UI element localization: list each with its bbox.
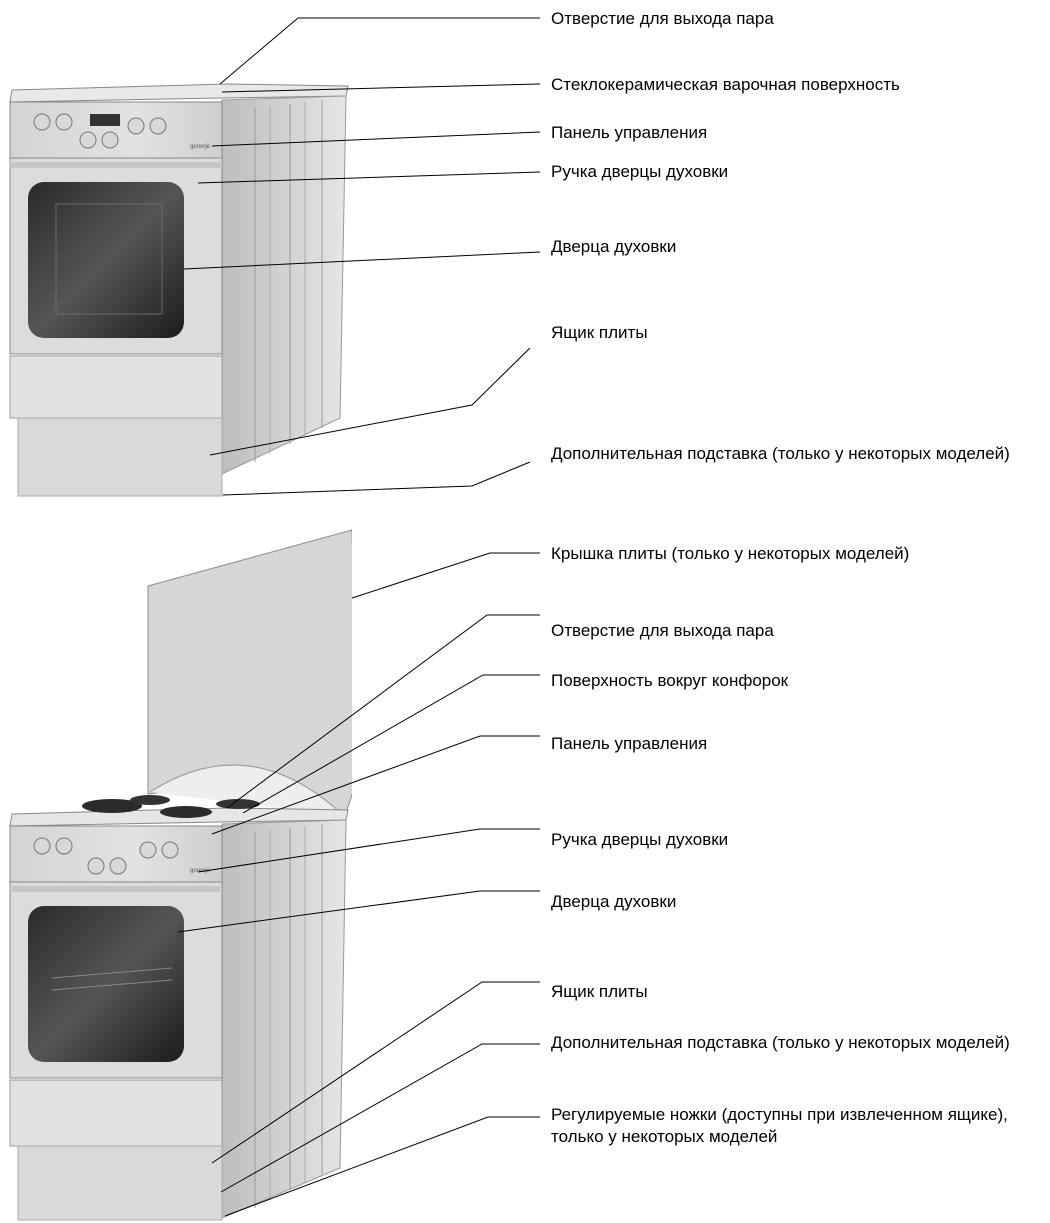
stove-photo-ceramic-hob: gorenje: [9, 83, 349, 497]
label-drawer: Ящик плиты: [551, 982, 648, 1001]
label-oven-door: Дверца духовки: [551, 892, 677, 911]
label-control-panel: Панель управления: [551, 734, 708, 753]
label-optional-stand: Дополнительная подставка (только у некот…: [551, 1033, 1010, 1052]
label-drawer: Ящик плиты: [551, 323, 648, 342]
label-steam-outlet: Отверстие для выхода пара: [551, 9, 774, 28]
label-hob-surface: Поверхность вокруг конфорок: [551, 671, 789, 690]
brand-logo: gorenje: [190, 144, 211, 150]
label-oven-door: Дверца духовки: [551, 237, 677, 256]
label-optional-stand: Дополнительная подставка (только у некот…: [551, 444, 1010, 463]
label-steam-outlet: Отверстие для выхода пара: [551, 621, 774, 640]
label-lid: Крышка плиты (только у некоторых моделей…: [551, 544, 910, 563]
label-oven-door-handle: Ручка дверцы духовки: [551, 162, 729, 181]
brand-logo: gorenje: [190, 868, 211, 874]
label-adjustable-feet: Регулируемые ножки (доступны при извлече…: [551, 1105, 1008, 1146]
stove-photo-with-lid: gorenje: [9, 529, 352, 1221]
label-oven-door-handle: Ручка дверцы духовки: [551, 830, 729, 849]
label-control-panel: Панель управления: [551, 123, 708, 142]
label-ceramic-hob: Стеклокерамическая варочная поверхность: [551, 75, 900, 94]
